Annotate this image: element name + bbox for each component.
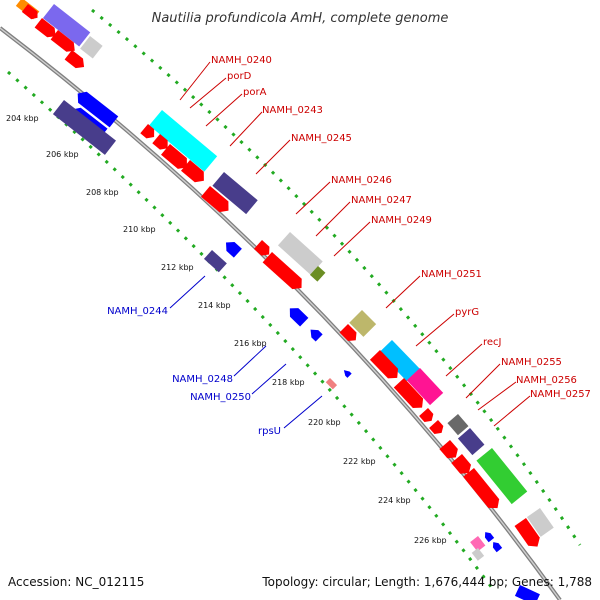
gene-block[interactable] [203,250,227,273]
gene-arrow-reverse[interactable] [482,530,495,543]
tick-label: 218 kbp [272,378,305,387]
gene-arrow[interactable] [463,468,503,513]
gene-block[interactable] [42,4,91,47]
gene-arrow-reverse[interactable] [73,88,119,128]
gene-block[interactable] [476,448,528,505]
gene-label-forward[interactable]: porD [227,71,252,82]
gene-arrow[interactable] [419,408,436,425]
tick-label: 224 kbp [378,496,411,505]
gene-block[interactable] [406,368,444,406]
gene-block[interactable] [80,36,103,59]
gene-block[interactable] [447,414,469,436]
gc-dots-inner [7,70,494,589]
tick-label: 222 kbp [343,457,376,466]
gc-dots-outer [91,8,582,546]
gene-block[interactable] [526,508,554,537]
gene-label-forward[interactable]: recJ [483,337,502,348]
gene-label-forward[interactable]: NAMH_0249 [371,215,432,226]
gene-block[interactable] [212,172,258,215]
tick-label: 206 kbp [46,150,79,159]
gene-arrow[interactable] [50,30,79,55]
gene-arrow[interactable] [451,454,474,478]
tick-label: 214 kbp [198,301,231,310]
gene-arrow[interactable] [253,240,273,259]
genome-summary: Topology: circular; Length: 1,676,444 bp… [261,575,592,589]
tick-label: 204 kbp [6,114,39,123]
gene-label-reverse[interactable]: NAMH_0248 [172,374,233,385]
gene-label-reverse[interactable]: rpsU [258,426,281,437]
gene-label-reverse[interactable]: NAMH_0250 [190,392,251,403]
reverse-labels: NAMH_0244 NAMH_0248 NAMH_0250 rpsU [107,306,281,437]
reverse-label-leaders [169,275,323,429]
tick-label: 208 kbp [86,188,119,197]
gene-block[interactable] [277,232,323,275]
gene-label-reverse[interactable]: NAMH_0244 [107,306,168,317]
gene-block[interactable] [149,110,218,172]
gene-label-forward[interactable]: NAMH_0247 [351,195,412,206]
gene-arrow-reverse[interactable] [222,238,242,258]
gene-block[interactable] [470,536,486,552]
gene-block[interactable] [471,548,485,561]
gene-label-forward[interactable]: NAMH_0257 [530,389,591,400]
gene-label-forward[interactable]: pyrG [455,307,479,318]
gene-block[interactable] [52,100,117,155]
gene-block[interactable] [309,266,326,282]
gene-arrow[interactable] [514,518,544,551]
gene-arrow[interactable] [152,134,171,153]
gene-label-forward[interactable]: NAMH_0243 [262,105,323,116]
gene-block[interactable] [457,428,485,456]
gene-arrow[interactable] [161,144,191,173]
gene-arrow[interactable] [393,378,427,412]
gene-label-forward[interactable]: porA [243,87,267,98]
gene-arrow-reverse[interactable] [307,326,323,342]
tick-label: 210 kbp [123,225,156,234]
forward-strand-genes [15,0,554,551]
forward-label-leaders [179,61,531,427]
accession-label: Accession: NC_012115 [8,575,144,589]
gene-arrow[interactable] [140,124,158,142]
gene-arrow[interactable] [429,420,446,437]
gene-block[interactable] [379,340,420,382]
gene-block[interactable] [514,585,540,600]
reverse-strand-genes [52,88,540,600]
gene-label-forward[interactable]: NAMH_0246 [331,175,392,186]
gene-block[interactable] [325,378,338,390]
tick-label: 220 kbp [308,418,341,427]
tick-labels: 204 kbp 206 kbp 208 kbp 210 kbp 212 kbp … [6,114,447,545]
tick-label: 226 kbp [414,536,447,545]
gene-arrow[interactable] [369,350,402,383]
gene-arrow[interactable] [262,252,307,293]
gene-label-forward[interactable]: NAMH_0240 [211,55,272,66]
tick-label: 216 kbp [234,339,267,348]
gene-label-forward[interactable]: NAMH_0255 [501,357,562,368]
gene-arrow[interactable] [181,160,208,186]
gene-block[interactable] [349,310,377,337]
gene-arrow[interactable] [201,186,233,216]
gene-label-forward[interactable]: NAMH_0256 [516,375,577,386]
gene-arrow[interactable] [64,50,88,72]
tick-label: 212 kbp [161,263,194,272]
map-title: Nautilia profundicola AmH, complete geno… [152,11,449,26]
gene-label-forward[interactable]: NAMH_0251 [421,269,482,280]
gene-arrow-reverse[interactable] [342,368,352,378]
gene-arrow-reverse[interactable] [490,540,503,553]
gene-arrow-reverse[interactable] [286,304,309,327]
gene-arrow[interactable] [439,440,461,462]
gene-arrow[interactable] [21,4,41,22]
gene-arrow[interactable] [34,18,60,41]
gene-label-forward[interactable]: NAMH_0245 [291,133,352,144]
forward-labels: NAMH_0240 porD porA NAMH_0243 NAMH_0245 … [211,55,591,400]
